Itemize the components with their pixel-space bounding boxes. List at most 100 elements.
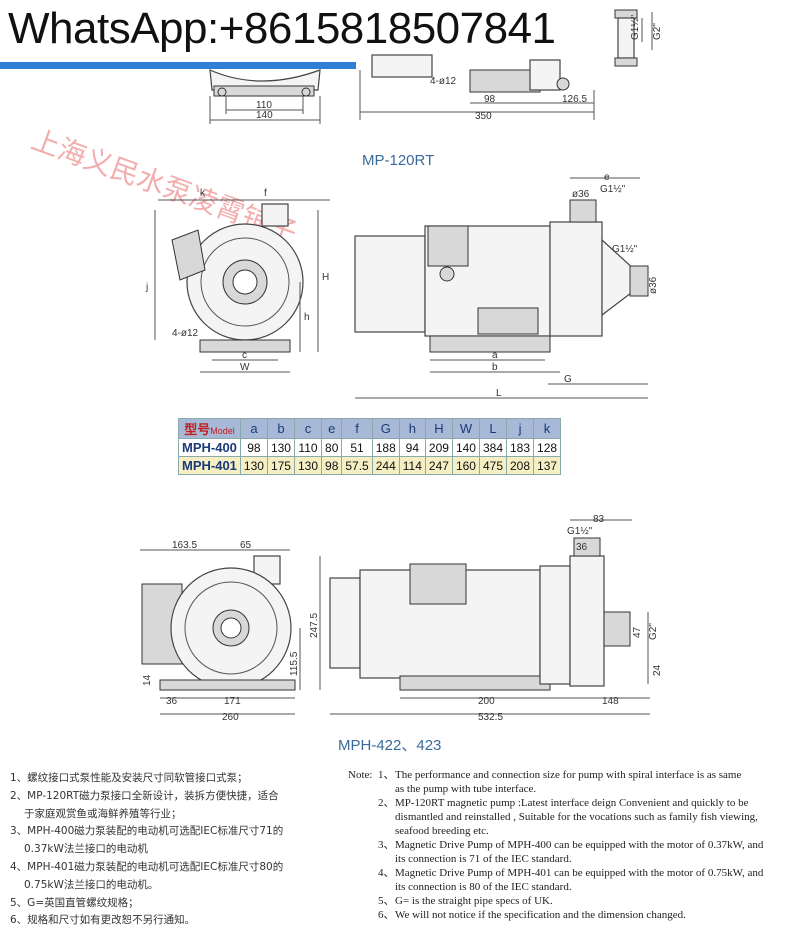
fitting-bottom [614, 57, 638, 67]
col-c: c [293, 418, 323, 439]
table-cell: 208 [505, 456, 535, 475]
whatsapp-contact-text: WhatsApp:+8615818507841 [8, 4, 556, 53]
note-number: 3、 [378, 839, 395, 851]
mph400-drawing: k f j H h 4-ø12 c W e ø36 G1½" G1½" ø36 … [145, 172, 659, 399]
note-en-item: 6、 We will not notice if the specificati… [348, 908, 788, 922]
outlet-pipe-422 [573, 537, 601, 557]
dim-g2-top: G2" [652, 23, 663, 40]
base-422 [159, 679, 296, 691]
dim-c: c [242, 350, 247, 361]
note-number: 4、 [378, 867, 395, 879]
mp120rt-motor [371, 54, 433, 78]
col-b: b [266, 418, 295, 439]
table-cell: 57.5 [341, 456, 373, 475]
outlet-pipe [569, 199, 597, 223]
mp120rt-drawing: 110 140 4-ø12 98 126.5 350 G1½" G2" [209, 9, 663, 124]
dim-36-422: 36 [576, 542, 588, 553]
inlet-fitting-422 [603, 611, 631, 647]
table-cell: 110 [293, 438, 323, 457]
caption-mp120rt: MP-120RT [362, 152, 435, 169]
note-cn-line: 0.75kW法兰接口的电动机。 [24, 878, 159, 891]
dim-H: H [322, 272, 329, 283]
col-e: e [321, 418, 343, 439]
model-cell: MPH-401 [178, 456, 241, 475]
dim-65: 65 [240, 540, 252, 551]
table-cell: 475 [478, 456, 508, 475]
note-cn-line: 0.37kW法兰接口的电动机 [24, 843, 148, 856]
mp120rt-base [213, 85, 315, 97]
table-cell: 98 [321, 456, 343, 475]
note-number: 1、 [378, 769, 395, 781]
table-cell: 175 [266, 456, 295, 475]
note-cn-line: 1、螺纹接口式泵性能及安装尺寸同软管接口式泵； [10, 772, 248, 784]
dim-036: ø36 [572, 189, 590, 200]
pump-casing-422 [569, 555, 605, 687]
note-en-line: The performance and connection size for … [395, 769, 742, 781]
dim-98-top: 98 [484, 94, 496, 105]
notes-chinese: 1、螺纹接口式泵性能及安装尺寸同软管接口式泵； 2、MP-120RT磁力泵接口全… [10, 770, 345, 930]
table-cell: 114 [398, 456, 426, 475]
note-cn-line: 4、MPH-401磁力泵装配的电动机可选配IEC标准尺寸80的 [10, 860, 284, 873]
mp120rt-port [556, 77, 570, 91]
dim-g112-422: G1½" [567, 526, 593, 537]
model-header: 型号Model [178, 418, 241, 439]
dim-115-5: 115.5 [289, 651, 300, 676]
note-en-item: 3、 Magnetic Drive Pump of MPH-400 can be… [348, 838, 788, 866]
bolt-right [301, 87, 311, 97]
table-cell: 98 [239, 438, 268, 457]
note-en-line: G= is the straight pipe specs of UK. [395, 895, 553, 907]
dim-148: 148 [602, 696, 619, 707]
dim-a: a [492, 350, 498, 361]
dim-f: f [264, 188, 267, 199]
motor-end [354, 235, 426, 333]
dim-j: j [145, 282, 148, 293]
spec-table-wrapper: 型号Model a b c e f G h H W L j k MPH-400 … [178, 418, 562, 475]
note-en-line: We will not notice if the specification … [395, 909, 686, 921]
table-cell: 130 [239, 456, 268, 475]
note-en-line: MP-120RT magnetic pump :Latest interface… [395, 797, 749, 809]
dim-350: 350 [475, 111, 492, 122]
table-cell: 244 [371, 456, 400, 475]
table-cell: 209 [424, 438, 453, 457]
note-en-line: Magnetic Drive Pump of MPH-400 can be eq… [395, 839, 764, 851]
col-k: k [533, 418, 562, 439]
caption-mph422: MPH-422、423 [338, 737, 442, 754]
note-number: 6、 [378, 909, 395, 921]
table-row: MPH-401 130 175 130 98 57.5 244 114 247 … [178, 456, 562, 475]
dim-G: G [564, 374, 572, 385]
col-f: f [341, 418, 373, 439]
dim-k: k [200, 188, 206, 199]
dim-036-b: ø36 [648, 276, 659, 294]
spec-table-header: 型号Model a b c e f G h H W L j k [178, 418, 562, 439]
motor-terminal-box [427, 225, 469, 267]
adapter-422 [539, 565, 571, 685]
dim-83: 83 [593, 514, 605, 525]
base-plate [429, 335, 551, 353]
table-cell: 130 [266, 438, 295, 457]
dim-L: L [496, 388, 502, 399]
dim-W: W [240, 362, 250, 373]
note-cn-line: 5、G=英国直管螺纹规格； [10, 896, 139, 909]
note-cn-line: 于家庭观赏鱼或海鲜养殖等行业； [24, 807, 182, 820]
pump-casing-side [549, 221, 603, 337]
bolt-left [217, 87, 227, 97]
cable-gland [439, 266, 455, 282]
col-j: j [505, 418, 535, 439]
table-cell: 183 [505, 438, 535, 457]
dim-532-5: 532.5 [478, 712, 503, 723]
dim-163-5: 163.5 [172, 540, 197, 551]
dim-14: 14 [142, 674, 153, 686]
table-cell: 80 [321, 438, 343, 457]
note-en-line: its connection is 71 of the IEC standard… [395, 853, 572, 865]
note-cn-line: 2、MP-120RT磁力泵接口全新设计，装拆方便快捷，适合 [10, 789, 279, 802]
col-W: W [451, 418, 480, 439]
dim-171: 171 [224, 696, 241, 707]
dim-247-5: 247.5 [309, 613, 320, 638]
dim-e: e [604, 172, 610, 183]
note-en-line: dismantled and reinstalled , Suitable fo… [395, 811, 758, 823]
dim-260: 260 [222, 712, 239, 723]
table-cell: 94 [398, 438, 426, 457]
mp120rt-front-body [209, 69, 321, 91]
dim-36: 36 [166, 696, 178, 707]
dim-4-012-mid: 4-ø12 [172, 328, 199, 339]
